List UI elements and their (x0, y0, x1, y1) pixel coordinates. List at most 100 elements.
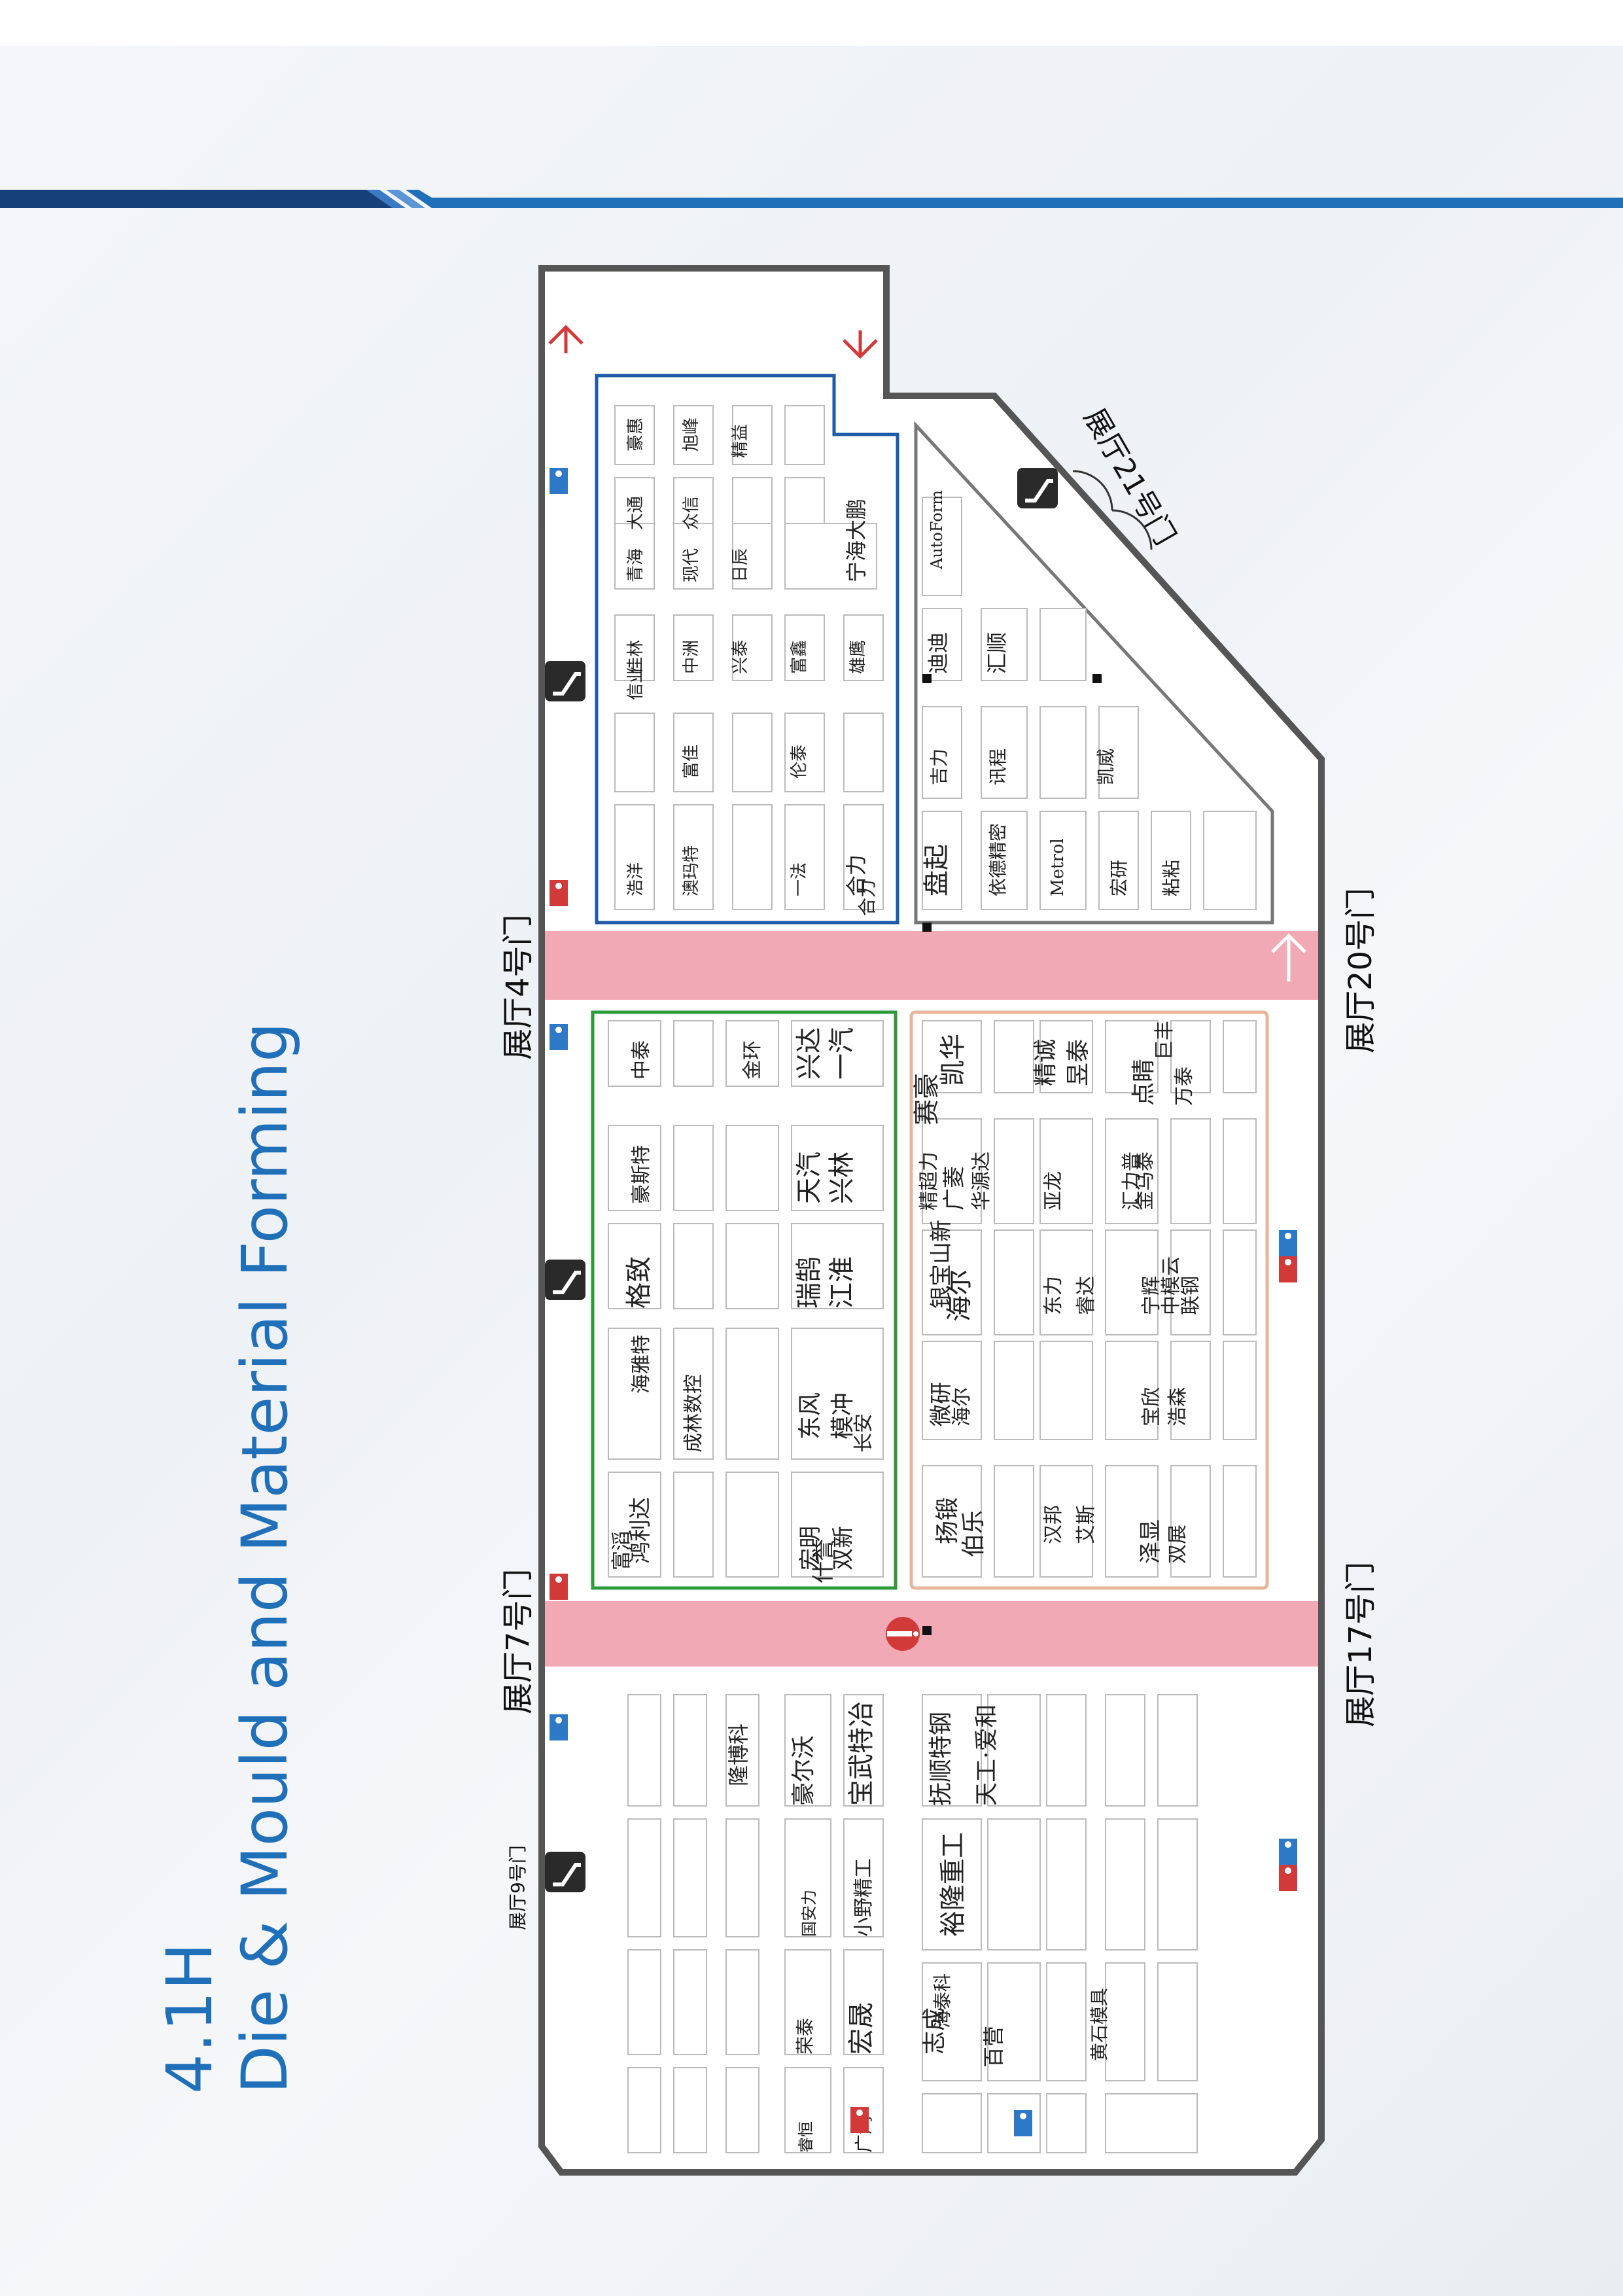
booth-label: 粘粘 (1161, 860, 1182, 896)
booth-label: 宁海大鹏 (844, 499, 869, 582)
booth-label: 什誉 (811, 1539, 837, 1583)
booth-label: 富鑫 (790, 640, 809, 674)
booth-label: 兴泰 (731, 640, 750, 674)
booth-label: 富滔 (610, 1531, 633, 1570)
booth-label: 赛豪 (912, 1073, 942, 1125)
door-20-label: 展厅20号门 (1342, 887, 1379, 1053)
booth-label: 荣泰 (794, 2018, 816, 2055)
zone-orange (909, 1010, 1269, 1590)
booth-label: 澳玛特 (682, 845, 701, 896)
booth-label: 百营 (981, 2026, 1006, 2068)
booth-label: 抚顺特钢 (928, 1712, 954, 1806)
booth-label: 小野精工 (852, 1858, 875, 1937)
escalator-icon (1017, 468, 1058, 508)
booth-label: 宏研 (1108, 860, 1130, 896)
booth-labels-lower: 宝武特冶 豪尔沃 隆博科 抚顺特钢 天工·爱和 裕隆重工 小野精工 国安力 宏晟… (726, 1701, 1110, 2153)
double-arrow-icon-white (1271, 933, 1306, 981)
booth-label: 精益 (731, 424, 750, 458)
booth-label: 中洲 (682, 640, 701, 674)
booth-label: 青海 (626, 548, 646, 582)
booth-label: 天工·爱和 (973, 1704, 1000, 1806)
door-9-label: 展厅9号门 (507, 1845, 529, 1930)
booth-label: 宏晟 (846, 2002, 877, 2055)
booth-label: 黄石模具 (1089, 1988, 1110, 2061)
booth-grid-green (608, 1020, 884, 1578)
booth-label: 双新 (830, 1526, 856, 1570)
booth-label: 豪斯特 (630, 1145, 653, 1204)
booth-label: 成林数控 (682, 1374, 705, 1453)
restroom-icon-blue (550, 468, 1297, 2136)
info-icon (886, 1617, 920, 1651)
zone-blue (595, 374, 899, 925)
booth-label: 合力 (844, 855, 869, 896)
booth-label: 兴达 (794, 1027, 824, 1080)
booth-label: 富佳 (682, 745, 701, 779)
escalator-icon (545, 1260, 585, 1300)
booth-label: 海泰科 (932, 1973, 953, 2028)
door-4-label: 展厅4号门 (500, 914, 536, 1060)
booth-label: 宏明 (797, 1526, 824, 1570)
zone-green (591, 1010, 898, 1590)
double-arrow-icon (548, 325, 878, 359)
booth-label: 兴林 (827, 1152, 857, 1204)
booth-label: 日辰 (731, 548, 750, 582)
escalator-icon (545, 1852, 585, 1892)
booth-label: 华源达 (970, 1152, 993, 1210)
booth-label: 宝欣 (1140, 1387, 1163, 1426)
booth-label: 佳林 (626, 640, 646, 674)
booth-label: 中泰 (630, 1040, 653, 1080)
booth-label: 伦泰 (790, 745, 809, 779)
booth-label: 汇力普 (1121, 1152, 1143, 1210)
aisle-upper (545, 931, 1318, 1000)
booth-label: Metrol (1048, 838, 1068, 896)
booth-label: 一汽 (827, 1027, 857, 1080)
booth-grid-right-upper (922, 497, 1257, 910)
booth-label: 海雅特 (630, 1335, 653, 1394)
booth-label: 豪尔沃 (790, 1735, 817, 1806)
booth-label: 双展 (1166, 1525, 1189, 1564)
door-17-label: 展厅17号门 (1342, 1561, 1379, 1727)
booth-grid-blue (614, 405, 884, 910)
booth-label: 志成 (921, 2007, 948, 2055)
booth-label: 合力 (856, 879, 878, 916)
booth-label: 鸿利达 (627, 1497, 654, 1564)
booth-label: 睿达 (1075, 1276, 1098, 1315)
booth-label: 东风 (797, 1392, 824, 1439)
booth-label: 金环 (741, 1040, 764, 1080)
booth-label: AutoForm (928, 490, 946, 570)
booth-label: 艾斯 (1075, 1505, 1098, 1544)
booth-label: 浩洋 (626, 862, 646, 896)
booth-label: 盘起 (922, 844, 952, 896)
booth-label: 精诚 (1032, 1039, 1059, 1086)
booth-label: 亚龙 (1042, 1171, 1065, 1210)
booth-label: 点睛 (1130, 1059, 1157, 1106)
booth-label: 联钢 (1179, 1276, 1202, 1315)
booth-label: 汉邦 (1042, 1505, 1065, 1544)
booth-label: 昱泰 (1065, 1039, 1092, 1086)
booth-labels-right-upper: AutoForm 迪迪 汇顺 盘起 依德精密 Metrol 吉力 讯程 合力 宏… (856, 490, 1182, 916)
booth-labels-green: 中泰 豪斯特 金环 一汽 兴达 天汽 兴林 格致 瑞鹄 江淮 海雅特 东风 模冲… (610, 1027, 875, 1583)
booth-label: 汇顺 (985, 632, 1009, 674)
booth-labels-blue: 豪惠 旭峰 大通 众信 精益 青海 现代 日辰 宁海大鹏 佳林 信业 中洲 富佳… (626, 417, 869, 896)
booth-label: 泽显 (1138, 1519, 1164, 1564)
booth-label: 众信 (682, 496, 701, 530)
booth-label: 吉力 (928, 749, 950, 785)
booth-label: 隆博科 (726, 1723, 751, 1786)
restroom-icon-red (550, 880, 1297, 2133)
booth-label: 长安 (852, 1413, 875, 1453)
booth-label: 微研 (928, 1382, 954, 1426)
booth-label: 中模云 (1160, 1256, 1183, 1315)
booth-label: 信业 (626, 666, 646, 700)
booth-label: 大通 (626, 496, 646, 530)
booth-label: 海尔 (951, 1387, 973, 1426)
booth-label: 凯威 (1095, 749, 1117, 785)
header-band (0, 0, 1623, 46)
escalator-icon (545, 661, 585, 701)
booth-label: 瑞鹄 (794, 1256, 824, 1309)
door-7-label: 展厅7号门 (500, 1568, 536, 1714)
booth-grid-lower (627, 1694, 1198, 2153)
booth-label: 国安力 (800, 1890, 818, 1937)
zone-right-upper (914, 421, 1274, 925)
booth-label: 旭峰 (682, 417, 701, 451)
